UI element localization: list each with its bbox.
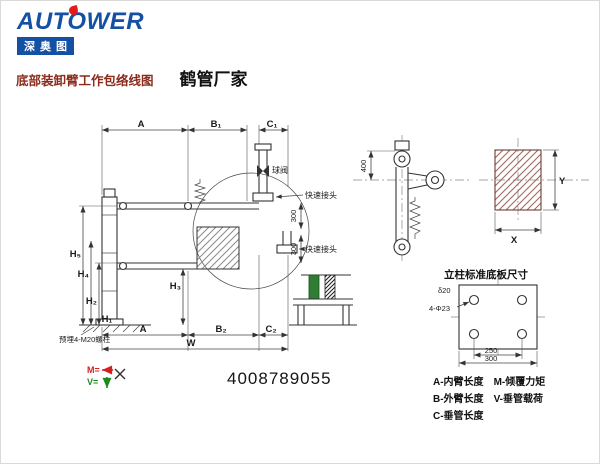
dim-h5: H₅ <box>70 205 117 325</box>
dim-label-c2: C₂ <box>265 324 276 335</box>
dim-250: 250 <box>473 339 523 359</box>
dim-w: W <box>102 338 288 352</box>
anchor-label: 预埋4-M20螺柱 <box>59 334 111 344</box>
column-section-hatch <box>494 149 542 211</box>
manufacturer-label: 鹤管厂家 <box>179 70 248 89</box>
dim-label-300-upper: 300 <box>289 210 298 223</box>
legend: A-内臂长度 M-倾覆力矩 B-外臂长度 V-垂管载荷 C-垂管长度 <box>433 373 545 422</box>
phone-number: 4008789055 <box>227 369 332 388</box>
side-view: 400 <box>353 135 471 261</box>
autower-logo: AUTOWER 深奥图 <box>17 4 145 55</box>
ball-valve-symbol <box>257 165 269 177</box>
bolt-hole <box>516 294 528 306</box>
base-plate-outline <box>458 284 538 350</box>
quick-coupler-lower-label: 快速接头 <box>305 244 337 254</box>
quick-coupler-upper-label: 快速接头 <box>305 190 337 200</box>
dim-a-top: A <box>101 119 189 201</box>
dim-label-h4: H₄ <box>78 269 90 280</box>
dim-label-h3: H₃ <box>170 281 181 292</box>
dim-400: 400 <box>359 150 395 180</box>
dim-label-c1: C₁ <box>267 119 278 130</box>
anchor-cross-icon <box>114 368 126 380</box>
dim-label-y: Y <box>559 176 566 187</box>
logo-chinese-name: 深奥图 <box>17 37 74 55</box>
dim-label-h1: H₁ <box>102 314 113 325</box>
receiving-stand <box>289 274 357 326</box>
inner-arm-upper <box>117 201 259 211</box>
drawing-title: 底部装卸臂工作包络线图 <box>16 74 154 88</box>
dim-label-x: X <box>511 235 518 246</box>
base-plate-title: 立柱标准底板尺寸 <box>444 268 528 281</box>
dim-x: X <box>494 212 542 246</box>
section-view: Y X <box>479 138 589 246</box>
ball-valve-label: 球阀 <box>272 165 288 175</box>
green-isolator <box>308 274 320 300</box>
dim-c2: C₂ <box>259 255 289 351</box>
dim-label-w: W <box>187 338 196 349</box>
dim-300-upper: 300 <box>289 203 304 229</box>
dim-label-300-plate: 300 <box>485 354 498 363</box>
base-plate-view: 立柱标准底板尺寸 δ20 4-Φ23 250 <box>429 268 547 367</box>
legend-item-m: M-倾覆力矩 <box>493 377 546 388</box>
brand-header: AUTOWER 深奥图 <box>17 4 145 55</box>
dim-label-b2: B₂ <box>215 324 226 335</box>
dim-b1: B₁ <box>188 119 248 201</box>
quick-coupler-upper: 快速接头 <box>252 190 337 202</box>
dim-c1: C₁ <box>258 119 289 187</box>
bolt-hole <box>468 294 480 306</box>
legend-item-b: B-外臂长度 <box>433 394 484 405</box>
ground-hatch <box>82 324 141 333</box>
bolt-hole <box>516 328 528 340</box>
legend-item-c: C-垂管长度 <box>433 411 484 422</box>
dim-300-plate: 300 <box>458 351 538 367</box>
dim-300-lower: 300 <box>289 235 304 263</box>
counterweight-hatch <box>196 226 240 270</box>
bolt-hole <box>468 328 480 340</box>
thickness-label: δ20 <box>438 286 451 295</box>
dim-label-400: 400 <box>359 160 368 173</box>
dim-label-300-lower: 300 <box>289 243 298 256</box>
title-row: 底部装卸臂工作包络线图 鹤管厂家 <box>16 65 248 90</box>
dim-h2: H₂ <box>86 262 117 325</box>
envelope-circle <box>192 172 310 290</box>
dark-isolator <box>324 274 336 300</box>
dim-label-b1: B₁ <box>211 119 222 130</box>
envelope-view: A B₁ C₁ <box>59 119 357 388</box>
arm-lower-position <box>117 261 197 271</box>
dim-label-a-bottom: A <box>140 324 147 335</box>
anchor-note: 预埋4-M20螺柱 <box>59 326 111 344</box>
riser-column <box>79 188 151 333</box>
dim-a-bottom: A <box>101 271 189 351</box>
holes-note: 4-Φ23 <box>429 301 470 313</box>
dim-label-h2: H₂ <box>86 296 97 307</box>
dim-h3: H₃ <box>170 269 186 325</box>
load-label: V= <box>87 377 98 387</box>
moment-load-symbol: M= V= <box>87 365 126 388</box>
moment-label: M= <box>87 365 100 375</box>
dim-label-a-top: A <box>138 119 145 130</box>
drop-pipe <box>254 143 272 193</box>
quick-coupler-lower: 快速接头 <box>276 231 337 254</box>
dim-y: Y <box>543 149 566 211</box>
dim-label-h5: H₅ <box>70 249 81 260</box>
legend-item-v: V-垂管载荷 <box>493 394 544 405</box>
spring-symbol <box>409 197 421 239</box>
legend-item-a: A-内臂长度 <box>433 377 484 388</box>
holes-label: 4-Φ23 <box>429 304 450 313</box>
balance-spring-symbol <box>193 179 207 204</box>
dim-label-250: 250 <box>485 346 498 355</box>
dim-h4: H₄ <box>78 241 94 325</box>
logo-wordmark: AUTOWER <box>17 8 145 35</box>
